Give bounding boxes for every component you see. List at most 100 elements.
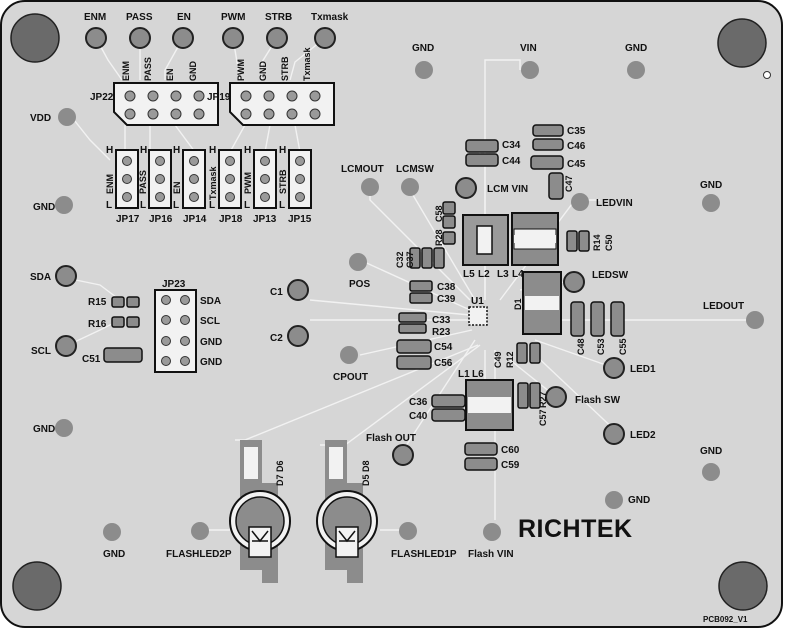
label-c33: C33 (432, 315, 451, 326)
inductor-l1-l6 (465, 379, 514, 431)
label-c47: C47 (564, 175, 574, 192)
label-c54: C54 (434, 342, 453, 353)
c2-test-point[interactable] (287, 325, 309, 347)
label-r23: R23 (432, 327, 451, 338)
label-c49: C49 (493, 351, 503, 368)
label-c44: C44 (502, 156, 521, 167)
label-c56: C56 (434, 358, 453, 369)
label-d5: D5 (361, 474, 371, 486)
label-c32: C32 (395, 251, 405, 268)
flash-led-d5-d8 (316, 440, 378, 583)
gnd-pad-top-1 (415, 61, 433, 79)
label-pass: PASS (126, 12, 153, 23)
enm-test-point[interactable] (85, 27, 107, 49)
richtek-logo: RICHTEK (518, 515, 633, 543)
mark-h: H (173, 145, 180, 156)
jp23-header[interactable] (154, 289, 197, 373)
label-d6: D6 (275, 460, 285, 472)
mark-h: H (244, 145, 251, 156)
mark-h: H (209, 145, 216, 156)
pwm-test-point[interactable] (222, 27, 244, 49)
label-jp16: JP16 (149, 214, 173, 225)
label-gnd-top-2: GND (625, 43, 647, 54)
label-c60: C60 (501, 445, 520, 456)
label-c50: C50 (604, 234, 614, 251)
flash-led-d7-d6 (229, 440, 291, 583)
pos-pad (349, 253, 367, 271)
label-l2: L2 (478, 269, 490, 280)
flash-out-test-point[interactable] (392, 444, 414, 466)
jp14-signal: EN (172, 181, 182, 194)
mark-h: H (279, 145, 286, 156)
jp18-signal: Txmask (208, 165, 218, 200)
label-r28: R28 (434, 229, 444, 246)
label-jp23-gnd-2: GND (200, 357, 222, 368)
mark-l: L (279, 200, 285, 211)
label-enm: ENM (84, 12, 106, 23)
label-strb: STRB (265, 12, 292, 23)
pcb-id: PCB092_V1 (703, 615, 748, 624)
label-vin: VIN (520, 43, 537, 54)
label-c35: C35 (567, 126, 586, 137)
label-l4: L4 (512, 269, 524, 280)
jp19-pin-pwm: PWM (236, 59, 246, 81)
label-gnd-top-1: GND (412, 43, 434, 54)
label-jp22: JP22 (90, 92, 114, 103)
label-ledsw: LEDSW (592, 270, 629, 281)
label-r27: R27 (538, 391, 548, 408)
label-c38: C38 (437, 282, 456, 293)
label-l1: L1 (458, 369, 470, 380)
mounting-hole-bottom-left (12, 561, 62, 611)
label-flashled2p: FLASHLED2P (166, 549, 232, 560)
label-r15: R15 (88, 297, 107, 308)
vin-pad (521, 61, 539, 79)
jp19-header[interactable] (229, 82, 335, 126)
gnd-pad-bottom-2 (605, 491, 623, 509)
label-c53: C53 (596, 338, 606, 355)
label-l3: L3 (497, 269, 509, 280)
mark-l: L (106, 200, 112, 211)
inductor-l5-l2 (462, 214, 509, 266)
c1-test-point[interactable] (287, 279, 309, 301)
gnd-pad-right-1 (702, 194, 720, 212)
label-c51: C51 (82, 354, 101, 365)
fiducial (763, 71, 771, 79)
led2-test-point[interactable] (603, 423, 625, 445)
lcmout-pad (361, 178, 379, 196)
label-c58: C58 (434, 205, 444, 222)
label-jp19: JP19 (207, 92, 231, 103)
label-d1: D1 (513, 298, 523, 310)
sda-test-point[interactable] (55, 265, 77, 287)
ledsw-test-point[interactable] (563, 271, 585, 293)
jp22-header[interactable] (113, 82, 219, 126)
pass-test-point[interactable] (129, 27, 151, 49)
jp22-pin-enm: ENM (121, 61, 131, 81)
strb-test-point[interactable] (266, 27, 288, 49)
jp22-pin-en: EN (165, 68, 175, 81)
mark-l: L (140, 200, 146, 211)
lcm-vin-test-point[interactable] (455, 177, 477, 199)
label-jp17: JP17 (116, 214, 140, 225)
jp19-pin-strb: STRB (280, 56, 290, 81)
jp17-signal: ENM (105, 174, 115, 194)
txmask-test-point[interactable] (314, 27, 336, 49)
inductor-l3-l4 (511, 212, 559, 266)
label-c1: C1 (270, 287, 283, 298)
flash-sw-test-point[interactable] (545, 386, 567, 408)
label-u1: U1 (471, 296, 484, 307)
label-jp23: JP23 (162, 279, 186, 290)
label-r16: R16 (88, 319, 107, 330)
label-jp23-sda: SDA (200, 296, 221, 307)
label-c55: C55 (618, 338, 628, 355)
label-scl: SCL (31, 346, 51, 357)
scl-test-point[interactable] (55, 335, 77, 357)
lcmsw-pad (401, 178, 419, 196)
label-en: EN (177, 12, 191, 23)
ledvin-pad (571, 193, 589, 211)
label-gnd-bottom-1: GND (103, 549, 125, 560)
en-test-point[interactable] (172, 27, 194, 49)
label-gnd-left-2: GND (33, 424, 55, 435)
gnd-pad-bottom-1 (103, 523, 121, 541)
led1-test-point[interactable] (603, 357, 625, 379)
